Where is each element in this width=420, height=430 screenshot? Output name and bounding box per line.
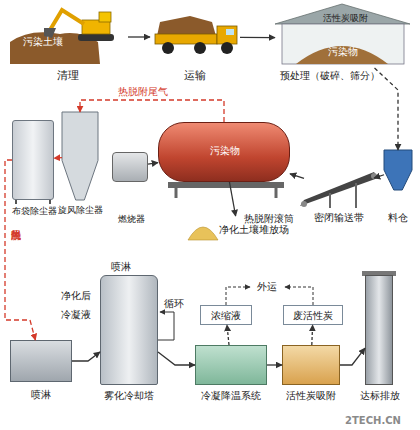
node-label: 燃烧器	[102, 213, 160, 225]
excavator-cab	[99, 12, 111, 22]
cooling-tower: 雾化冷却塔	[100, 275, 158, 385]
conveyor: 密闭输送带	[304, 172, 374, 208]
node-label: 热脱附滚筒	[239, 213, 299, 225]
node-label: 布袋除尘器	[5, 205, 63, 217]
flow-connector	[340, 348, 365, 365]
conveyor-leg	[329, 193, 331, 208]
filter-leg	[49, 200, 51, 204]
filter-leg	[15, 200, 17, 204]
building-wall	[282, 24, 404, 64]
truck-wheel	[221, 42, 233, 54]
node-label: 废活性炭	[284, 310, 342, 322]
soil-heap	[188, 227, 218, 240]
excavator-arm	[50, 10, 84, 30]
output-box: 浓缩液	[200, 305, 252, 325]
node-label: 运输	[175, 70, 215, 82]
truck-wheel	[194, 42, 206, 54]
spray-scrubber: 喷淋	[10, 340, 72, 382]
flow-note: 循环	[160, 298, 188, 310]
conveyor-belt	[300, 172, 378, 206]
flow-connector	[374, 175, 384, 178]
excavator-track	[78, 34, 114, 41]
truck-window	[226, 29, 234, 35]
node-label: 净化土壤堆放场	[217, 224, 291, 236]
conveyor-roller	[301, 201, 307, 207]
node-label: 活性炭吸附	[315, 12, 375, 24]
conveyor-leg	[355, 183, 357, 208]
flow-note: 冷凝液	[56, 309, 96, 321]
flow-connector	[240, 37, 275, 39]
flow-connector	[72, 352, 100, 361]
node-label: 达标排放	[350, 390, 410, 402]
flow-connector	[311, 325, 313, 345]
desorption-drum: 污染物热脱附滚筒	[158, 122, 290, 182]
flow-connector	[267, 364, 282, 365]
watermark: 2TECH.CN	[330, 415, 416, 427]
flow-connector	[227, 325, 229, 345]
building-roof	[275, 4, 410, 24]
soil-yard: 净化土壤堆放场	[185, 216, 291, 242]
node-label: 污染物	[200, 145, 250, 157]
drum-stand	[168, 182, 284, 188]
bag-filter: 布袋除尘器	[12, 120, 54, 200]
node-label: 旋风除尘器	[50, 204, 110, 216]
node-label: 浓缩液	[201, 310, 251, 322]
flow-note: 喷淋	[106, 261, 136, 273]
output-box: 废活性炭	[283, 305, 343, 325]
flow-connector	[158, 352, 195, 365]
node-outline	[62, 112, 98, 200]
flow-connector	[128, 36, 150, 37]
node-outline	[384, 150, 412, 190]
cyclone-separator: 旋风除尘器	[62, 112, 98, 200]
flow-connector	[54, 157, 62, 159]
recirculation-line	[158, 312, 174, 340]
soil-pile	[296, 46, 388, 64]
drum-leg	[175, 188, 178, 198]
node-label: 冷凝降温系统	[189, 390, 273, 402]
node-label: 清理	[48, 70, 88, 82]
exhaust-stack: 达标排放	[365, 275, 393, 385]
flow-connector	[148, 163, 158, 165]
flow-note: 外运	[252, 281, 282, 293]
node-label: 雾化冷却塔	[90, 390, 168, 402]
burner: 燃烧器	[112, 152, 148, 182]
node-label: 喷淋	[10, 389, 72, 401]
node-label: 密闭输送带	[304, 212, 374, 224]
truck-cab	[217, 26, 237, 44]
excavation-scene: 污染土壤清理	[8, 8, 128, 66]
edge-label: 热脱附尾气	[108, 86, 178, 98]
node-label: 污染土壤	[12, 36, 74, 48]
node-outline-path	[62, 112, 98, 200]
truck-bed	[155, 34, 217, 44]
flow-connector	[229, 182, 235, 216]
feed-hopper: 料仓	[384, 150, 412, 190]
truck-wheel	[162, 42, 174, 54]
drum-leg	[275, 188, 278, 198]
carbon-adsorber: 活性炭吸附	[282, 345, 340, 385]
node-outline-path	[384, 150, 412, 190]
pretreatment-shed: 活性炭吸附污染物预处理（破碎、筛分）	[275, 8, 410, 68]
node-label: 预处理（破碎、筛分）	[275, 70, 385, 82]
condenser-unit: 冷凝降温系统	[195, 345, 267, 385]
flow-connector	[290, 174, 304, 179]
node-label: 活性炭吸附	[278, 390, 344, 402]
truck-icon: 运输	[150, 12, 240, 62]
conveyor-roller	[371, 173, 377, 179]
node-label: 料仓	[378, 212, 418, 224]
haul-line	[226, 287, 250, 305]
flow-connector	[80, 100, 224, 122]
truck-load	[157, 16, 216, 36]
node-label: 污染物	[320, 46, 365, 58]
haul-line	[285, 287, 313, 305]
flow-note: 净化后	[56, 290, 96, 302]
